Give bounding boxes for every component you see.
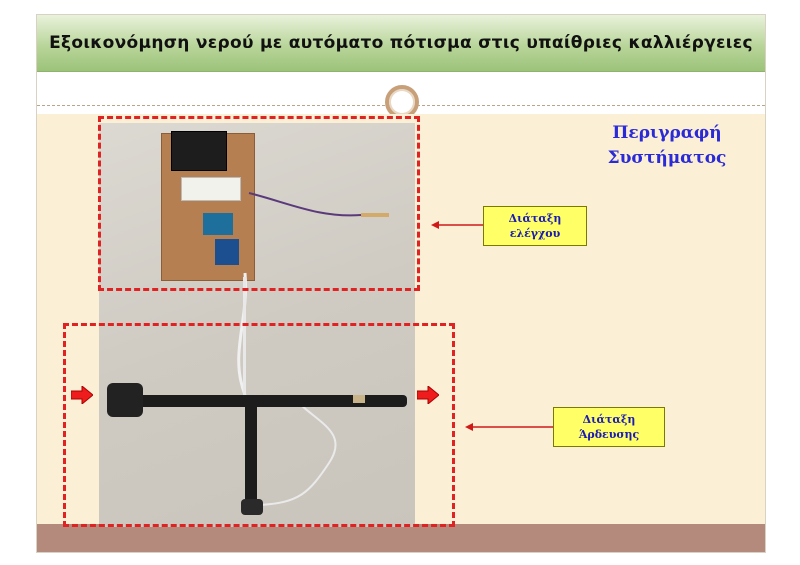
irrigation-dashed-box bbox=[63, 323, 455, 527]
slide-title: Εξοικονόμηση νερού με αυτόματο πότισμα σ… bbox=[49, 33, 753, 53]
moisture-sensor bbox=[361, 213, 389, 217]
branch-pipe bbox=[245, 407, 257, 505]
heading-line-1: Περιγραφή bbox=[612, 123, 722, 143]
section-heading: Περιγραφή Συστήματος bbox=[577, 121, 757, 171]
slide: Εξοικονόμηση νερού με αυτόματο πότισμα σ… bbox=[36, 14, 766, 553]
controller-board bbox=[203, 213, 233, 235]
flow-sensor bbox=[241, 499, 263, 515]
flow-in-arrow-icon bbox=[71, 386, 93, 404]
solenoid-valve bbox=[107, 383, 143, 417]
irrigation-leader-arrow bbox=[465, 423, 553, 431]
control-label-line-2: ελέγχου bbox=[509, 227, 561, 240]
battery bbox=[171, 131, 227, 171]
leader-arrows bbox=[431, 221, 553, 431]
relay-module bbox=[215, 239, 239, 265]
irrigation-label-line-1: Διάταξη bbox=[582, 413, 636, 426]
title-bar: Εξοικονόμηση νερού με αυτόματο πότισμα σ… bbox=[37, 15, 765, 72]
irrigation-label-line-2: Άρδευσης bbox=[578, 428, 640, 441]
breadboard bbox=[181, 177, 241, 201]
control-label: Διάταξη ελέγχου bbox=[483, 206, 587, 246]
heading-line-2: Συστήματος bbox=[607, 148, 727, 168]
control-leader-arrow bbox=[431, 221, 483, 229]
main-pipe bbox=[107, 395, 407, 407]
pipe-fitting bbox=[353, 395, 365, 403]
control-cable bbox=[243, 277, 246, 395]
bottom-bar bbox=[37, 524, 765, 552]
control-dashed-box bbox=[98, 116, 420, 291]
irrigation-label: Διάταξη Άρδευσης bbox=[553, 407, 665, 447]
flow-out-arrow-icon bbox=[417, 386, 439, 404]
control-label-line-1: Διάταξη bbox=[508, 212, 562, 225]
